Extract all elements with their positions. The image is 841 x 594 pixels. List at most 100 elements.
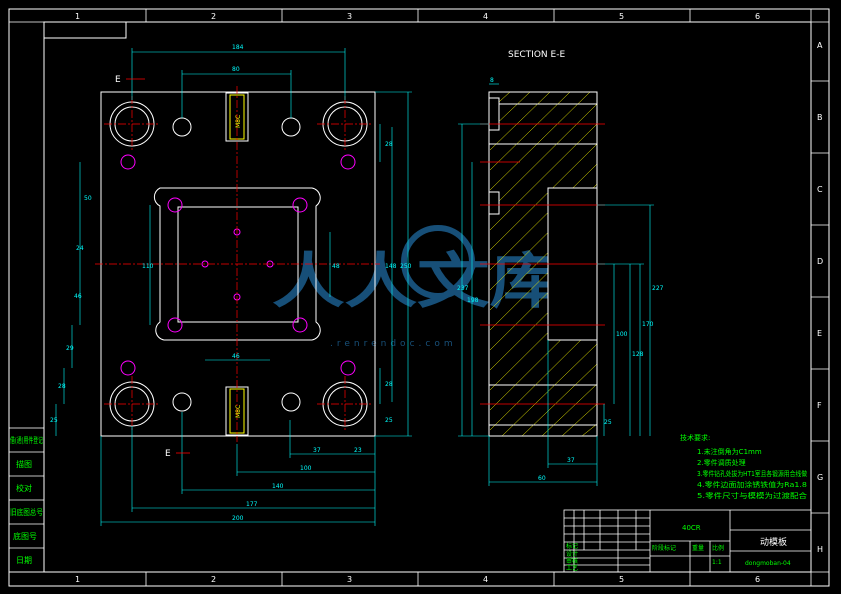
title-row-label: 设计	[566, 550, 578, 558]
dimension-label: 100	[616, 331, 628, 338]
title-col-label: 阶段标记	[652, 544, 676, 552]
dimension-label: 237	[457, 285, 469, 292]
dimension-label: 177	[246, 501, 258, 508]
zone-label: 5	[619, 575, 624, 584]
plan-pin-labels: M8C M8C	[235, 115, 242, 418]
dimension-label: 128	[632, 351, 644, 358]
section-title: SECTION E-E	[508, 50, 565, 60]
dimension-label: 110	[142, 263, 154, 270]
dimension-label: 250	[400, 263, 412, 270]
dimension-label: 170	[642, 321, 654, 328]
title-row-label: 标记	[566, 542, 578, 550]
dimension-label: 46	[74, 293, 82, 300]
note-line: 5.零件尺寸与模模为过渡配合	[697, 491, 807, 500]
pin-label: M8C	[235, 115, 242, 128]
title-col-label: 重量	[692, 544, 704, 552]
side-table-cell: 旧底图总号	[10, 507, 43, 517]
dimension-label: 28	[385, 141, 393, 148]
zone-labels-top: 1 2 3 4 5 6	[75, 12, 760, 21]
cut-mark-label: E	[115, 75, 121, 85]
title-row-label: 工艺	[566, 564, 578, 572]
dimension-label: 23	[354, 447, 362, 454]
dimension-label: 25	[385, 417, 393, 424]
zone-label: A	[817, 41, 823, 50]
zone-label: B	[817, 113, 823, 122]
note-line: 2.零件调质处理	[697, 458, 746, 467]
side-table-cell: 校对	[16, 483, 32, 493]
dimension-label: 48	[332, 263, 340, 270]
pin-label: M8C	[235, 405, 242, 418]
side-table-cell: 底图号	[13, 531, 37, 541]
dimension-label: 25	[604, 419, 612, 426]
dimension-label: 80	[232, 66, 240, 73]
note-line: 3.零件钻孔处拔为HT1室且各锻源用合线做	[697, 469, 807, 478]
section-dimension-lines	[458, 83, 654, 486]
zone-label: D	[817, 257, 823, 266]
zone-label: 2	[211, 575, 216, 584]
side-table-cell: 日期	[16, 556, 32, 565]
dimension-label: 198	[467, 297, 479, 304]
scale-value: 1:1	[712, 559, 722, 566]
zone-label: H	[817, 545, 823, 554]
dimension-label: 227	[652, 285, 664, 292]
dimension-label: 46	[232, 353, 240, 360]
plan-centerlines	[95, 86, 380, 442]
dimension-label: 8	[490, 77, 494, 84]
material-label: 40CR	[682, 524, 701, 532]
dimension-label: 37	[313, 447, 321, 454]
zone-label: F	[817, 401, 822, 410]
section-cut-marks: E E	[115, 75, 190, 459]
dimension-label: 29	[66, 345, 74, 352]
zone-label: 6	[755, 12, 760, 21]
section-dimension-labels: 8 237 198 227 170 128 100 25 37 60	[457, 77, 664, 482]
dimension-label: 28	[58, 383, 66, 390]
title-col-label: 比例	[712, 544, 724, 552]
section-view: SECTION E-E	[457, 50, 664, 486]
zone-labels-right: A B C D E F G H	[817, 41, 823, 554]
note-line: 4.零件边面加涂锈铁值为Ra1.8	[697, 480, 807, 489]
dimension-label: 28	[385, 381, 393, 388]
zone-label: G	[817, 473, 823, 482]
dimension-label: 37	[567, 457, 575, 464]
dimension-label: 148	[385, 263, 397, 270]
watermark-url: .renrendoc.com	[330, 339, 457, 349]
cut-mark-label: E	[165, 449, 171, 459]
zone-label: 3	[347, 12, 352, 21]
part-name: 动模板	[760, 536, 787, 548]
dimension-label: 24	[76, 245, 84, 252]
side-table-cell: 描图	[16, 459, 32, 469]
zone-label: 3	[347, 575, 352, 584]
title-row-label: 审核	[566, 557, 578, 565]
dimension-label: 25	[50, 417, 58, 424]
drawing-number: dongmoban-04	[745, 560, 791, 567]
notes-heading: 技术要求:	[680, 433, 710, 442]
side-table-cell: 借(通)用件登记	[10, 435, 43, 445]
dimension-label: 200	[232, 515, 244, 522]
note-line: 1.未注倒角为C1mm	[697, 447, 762, 456]
title-block: 40CR 动模板 dongmoban-04 1:1 标记 设计 审核 工艺 阶段…	[563, 509, 812, 573]
plan-dimension-labels: 184 80 28 50 24 110 48 148 250 46 29 28 …	[50, 44, 412, 522]
zone-label: 6	[755, 575, 760, 584]
dimension-label: 50	[84, 195, 92, 202]
section-centerlines	[480, 123, 605, 405]
zone-label: C	[817, 185, 823, 194]
dimension-label: 100	[300, 465, 312, 472]
watermark-text: 人人文库	[272, 247, 562, 317]
left-side-table: 借(通)用件登记 描图 校对 旧底图总号 底图号 日期	[8, 427, 45, 573]
zone-label: E	[817, 329, 822, 338]
zone-label: 5	[619, 12, 624, 21]
zone-label: 4	[483, 12, 488, 21]
zone-labels-bottom: 1 2 3 4 5 6	[75, 575, 760, 584]
zone-label: 1	[75, 575, 80, 584]
zone-grid-lines	[9, 9, 829, 586]
zone-label: 2	[211, 12, 216, 21]
zone-label: 4	[483, 575, 488, 584]
dimension-label: 60	[538, 475, 546, 482]
technical-notes: 技术要求: 1.未注倒角为C1mm 2.零件调质处理 3.零件钻孔处拔为HT1室…	[680, 433, 807, 500]
plan-dimension-lines	[55, 48, 412, 526]
zone-label: 1	[75, 12, 80, 21]
dimension-label: 140	[272, 483, 284, 490]
dimension-label: 184	[232, 44, 244, 51]
plan-view: 184 80 28 50 24 110 48 148 250 46 29 28 …	[50, 44, 412, 526]
